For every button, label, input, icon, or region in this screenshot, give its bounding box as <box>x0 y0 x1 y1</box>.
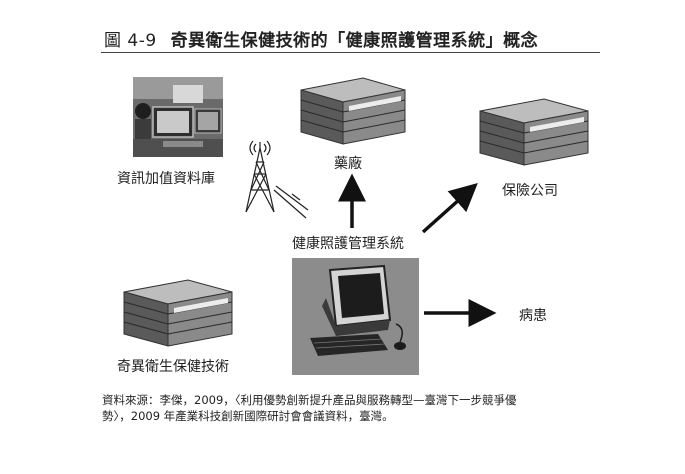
arrow-to-insurance <box>423 190 470 232</box>
patient-label: 病患 <box>519 305 547 325</box>
source-caption: 資料來源：李傑，2009，〈利用優勢創新提升產品與服務轉型—臺灣下一步競爭優 勢… <box>102 392 602 424</box>
caption-line-2: 勢〉，2009 年產業科技創新國際研討會會議資料，臺灣。 <box>102 408 602 424</box>
caption-line-1: 資料來源：李傑，2009，〈利用優勢創新提升產品與服務轉型—臺灣下一步競爭優 <box>102 392 602 408</box>
